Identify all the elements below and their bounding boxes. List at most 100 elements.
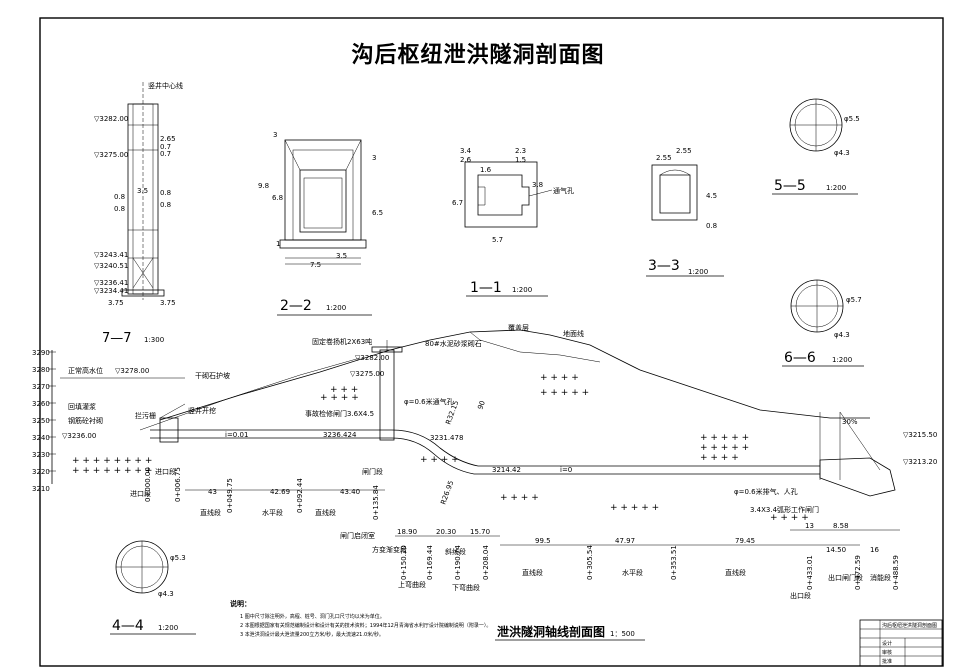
dim-0-8a: 0.8 [160, 189, 171, 197]
mid-elev-label: ▽3275.00 [350, 370, 384, 378]
exit-elev-2: ▽3213.20 [903, 458, 937, 466]
dim22-6-5: 6.5 [372, 209, 383, 217]
svg-text:+ + + + + + + +: + + + + + + + + [72, 456, 152, 466]
sec66-name: 6—6 [784, 350, 816, 366]
dim-0-7b: 0.7 [160, 150, 171, 158]
vent-hole-label: 通气孔 [553, 186, 574, 195]
dim22-6-8: 6.8 [272, 194, 283, 202]
sec55-outer: φ5.5 [844, 115, 860, 123]
inlet-elev-label: ▽3236.00 [62, 432, 96, 440]
seg-inclined: 斜线段 [445, 547, 466, 556]
svg-text:+ + + + +: + + + + + [610, 503, 659, 513]
profile-scale: 1：500 [610, 630, 635, 638]
section-5-5: φ5.5 φ4.3 5—5 1:200 [772, 98, 860, 195]
sec77-scale: 1:300 [144, 336, 164, 344]
seg-energy: 消能段 [870, 573, 891, 582]
elev-tick-3260: 3260 [32, 400, 50, 408]
dim22-1: 1 [276, 240, 280, 248]
ch-0092: 0+092.44 [296, 478, 304, 513]
sec66-inner: φ4.3 [834, 331, 850, 339]
elev-tick-3280: 3280 [32, 366, 50, 374]
len-43-40: 43.40 [340, 488, 360, 496]
dim-0-8b: 0.8 [160, 201, 171, 209]
dim11-2-3: 2.3 [515, 147, 526, 155]
svg-text:+ + + + +: + + + + + [540, 388, 589, 398]
svg-text:+ + + +: + + + + [700, 453, 739, 463]
ch-0208: 0+208.04 [482, 545, 490, 580]
shaft-exc-label: 竖井开挖 [188, 406, 216, 415]
ch-0169: 0+169.44 [426, 545, 434, 580]
slope-2-label: i=0 [560, 466, 572, 474]
sec44-name: 4—4 [112, 618, 144, 634]
sec44-outer: φ5.3 [170, 554, 186, 562]
ch-0135: 0+135.84 [372, 485, 380, 520]
sec77-name: 7—7 [102, 331, 132, 346]
gate-shaft [379, 349, 395, 441]
dim22-3: 3 [273, 131, 277, 139]
notes: 说明： 1 图中尺寸除注明外，高程、桩号、洞门孔口尺寸均以米为单位。 2 本图根… [230, 599, 491, 638]
ch-0488: 0+488.59 [892, 555, 900, 590]
gate-room-label: 闸门启闭室 [340, 531, 375, 540]
dim22-3-5: 3.5 [336, 252, 347, 260]
sheet-border [39, 17, 944, 667]
dim11-1-6: 1.6 [480, 166, 492, 174]
seg-transition: 方变渐变段 [372, 545, 407, 554]
sec44-scale: 1:200 [158, 624, 178, 632]
dim-3-75b: 3.75 [160, 299, 176, 307]
dim-0-7a: 0.7 [160, 143, 171, 151]
dim11-6-7: 6.7 [452, 199, 463, 207]
dim22-3b: 3 [372, 154, 376, 162]
top-elev-label: ▽3282.00 [355, 354, 389, 362]
elev-tick-3250: 3250 [32, 417, 50, 425]
elev-tick-3240: 3240 [32, 434, 50, 442]
sec44-inner: φ4.3 [158, 590, 174, 598]
elev-tick-3210: 3210 [32, 485, 50, 493]
ch-0000: 0+000.00 [144, 467, 152, 502]
invert-elev-label: 3236.424 [323, 431, 357, 439]
elev-3240: ▽3240.51 [94, 262, 128, 270]
shaft-top-label: 竖井中心线 [148, 81, 183, 90]
ch-0353: 0+353.51 [670, 545, 678, 580]
section-7-7: 竖井中心线 ▽3282.00 ▽3275.00 ▽3243.41 ▽3240.5… [94, 81, 183, 307]
tb-approve: 批准 [882, 658, 892, 665]
dim-0-8d: 0.8 [114, 205, 125, 213]
bend-radius-2: R26.95 [439, 480, 455, 506]
dim11-5-7: 5.7 [492, 236, 503, 244]
dim11-1-5: 1.5 [515, 156, 526, 164]
normal-level-label: 正常高水位 [68, 366, 103, 375]
svg-text:+ + + +: + + + + [320, 393, 359, 403]
len-20-30: 20.30 [436, 528, 456, 536]
dim33-2-55b: 2.55 [656, 154, 672, 162]
tb-title: 沟后枢纽泄洪隧洞剖面图 [882, 622, 937, 629]
tb-review: 审核 [882, 649, 892, 656]
section-1-1: 3.4 2.3 2.6 1.5 1.6 6.7 3.8 5.7 通气孔 1—1 … [452, 147, 574, 297]
seg-straight-4: 直线段 [725, 568, 746, 577]
len-99-5: 99.5 [535, 537, 551, 545]
elev-tick-3290: 3290 [32, 349, 50, 357]
end-elev-label: 3214.42 [492, 466, 521, 474]
elev-3282: ▽3282.00 [94, 115, 128, 123]
svg-text:+ + + +: + + + + [500, 493, 539, 503]
cover-label: 覆盖层 [508, 323, 529, 332]
hoist-label: 固定卷扬机2X63吨 [312, 337, 372, 346]
dim-3-75a: 3.75 [108, 299, 124, 307]
note-3: 3 本泄洪洞设计最大泄流量200立方米/秒，最大流速21.0米/秒。 [240, 631, 384, 638]
elev-tick-3270: 3270 [32, 383, 50, 391]
seg-straight-3: 直线段 [522, 568, 543, 577]
elev-tick-3230: 3230 [32, 451, 50, 459]
bend-elev-label: 3231.478 [430, 434, 463, 442]
elev-3243: ▽3243.41 [94, 251, 128, 259]
vent-label: φ=0.6米通气孔 [404, 397, 454, 406]
mortar-wall-label: 80#水泥砂浆砌石 [425, 339, 482, 348]
dim22-9-8: 9.8 [258, 182, 269, 190]
dim22-7-5: 7.5 [310, 261, 321, 269]
elev-3275: ▽3275.00 [94, 151, 128, 159]
sec55-scale: 1:200 [826, 184, 846, 192]
notes-heading: 说明： [230, 599, 251, 608]
dim11-2-6: 2.6 [460, 156, 472, 164]
rock-hatch: + + + + + + + + + + + + + + + + + + + + … [72, 373, 809, 523]
dim-0-8c: 0.8 [114, 193, 125, 201]
inlet-structure [159, 417, 179, 443]
seg-lower-bend: 下弯曲段 [452, 583, 480, 592]
